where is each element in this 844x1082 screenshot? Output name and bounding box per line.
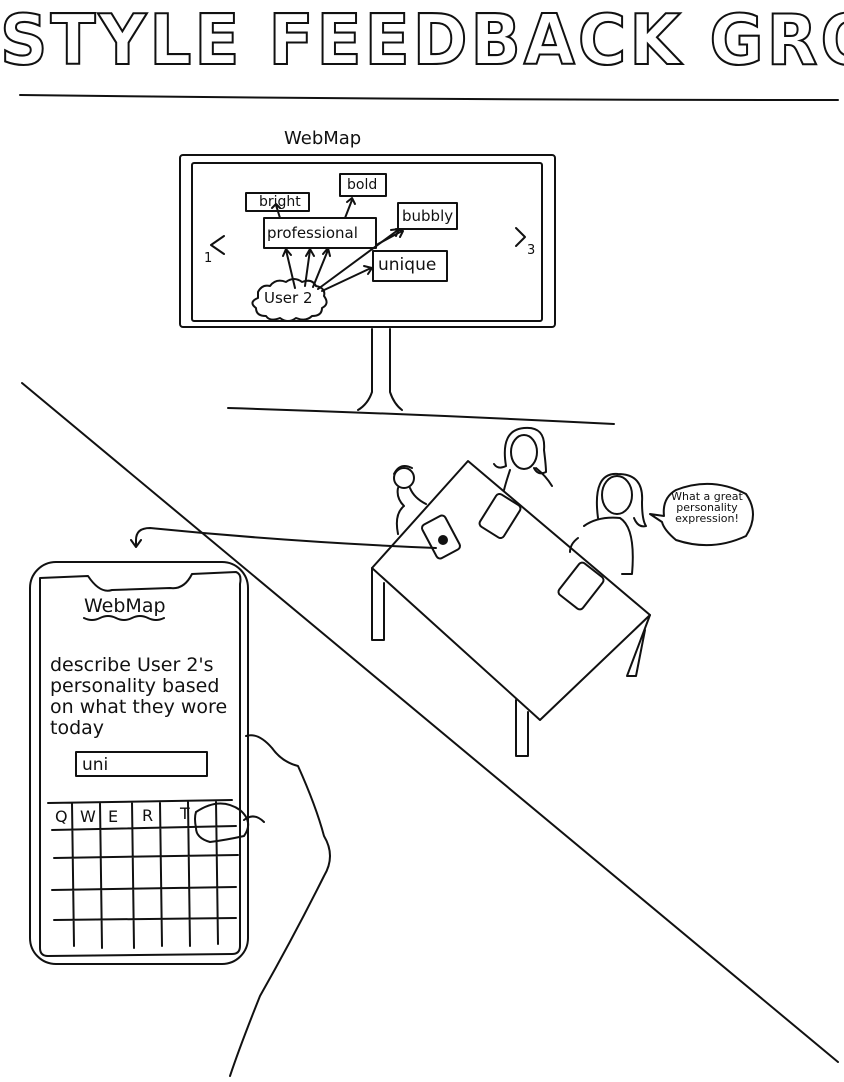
diagonal-divider bbox=[21, 382, 839, 1063]
node-bold: bold bbox=[347, 177, 378, 193]
title-underline bbox=[19, 94, 839, 101]
keyboard-grid bbox=[47, 799, 239, 949]
key-w[interactable]: W bbox=[80, 807, 96, 826]
person-2-head bbox=[510, 434, 538, 470]
table-phone-3 bbox=[557, 561, 605, 611]
monitor-frame bbox=[179, 154, 556, 328]
edge-user-bubbly bbox=[317, 228, 400, 290]
node-user: User 2 bbox=[264, 289, 313, 307]
edge-user-prof-3 bbox=[312, 247, 331, 288]
node-bubbly: bubbly bbox=[402, 207, 454, 225]
phone-prompt: describe User 2's personality based on w… bbox=[50, 654, 228, 739]
speech-bubble-text: What a great personality expression! bbox=[671, 490, 743, 525]
node-bright: bright bbox=[259, 194, 301, 210]
person-1-hair bbox=[393, 465, 413, 475]
key-e[interactable]: E bbox=[108, 807, 119, 826]
person-1-body bbox=[395, 487, 427, 535]
key-r[interactable]: R bbox=[142, 806, 154, 825]
table-leg-left bbox=[371, 567, 385, 641]
person-2-body bbox=[503, 467, 553, 491]
node-user-cloud bbox=[251, 278, 328, 322]
screen-right-arrow bbox=[515, 227, 526, 247]
node-professional-box bbox=[263, 217, 377, 249]
hand-outline bbox=[194, 734, 331, 1077]
edge-user-prof-1 bbox=[282, 248, 296, 289]
screen-page-left: 1 bbox=[204, 251, 213, 266]
person-1-head bbox=[393, 467, 415, 489]
key-q[interactable]: Q bbox=[55, 807, 68, 826]
edge-user-prof-2 bbox=[304, 248, 315, 287]
node-unique: unique bbox=[378, 255, 437, 275]
table-leg-front bbox=[515, 699, 529, 757]
pointer-line bbox=[130, 527, 437, 549]
phone-body bbox=[29, 561, 249, 965]
table-phone-2 bbox=[478, 492, 522, 540]
phone-input-value[interactable]: uni bbox=[82, 755, 109, 775]
key-t[interactable]: T bbox=[180, 804, 190, 823]
person-3-hair bbox=[595, 472, 647, 528]
table-phone-1 bbox=[421, 514, 461, 560]
edge-prof-bold bbox=[344, 197, 356, 219]
screen-left-arrow bbox=[210, 235, 225, 255]
screen-heading: WebMap bbox=[284, 128, 362, 149]
node-professional: professional bbox=[267, 224, 358, 242]
node-bold-box bbox=[339, 173, 387, 197]
node-unique-box bbox=[372, 250, 448, 282]
phone-screen bbox=[39, 571, 242, 957]
monitor-stand bbox=[357, 328, 403, 411]
monitor-screen bbox=[191, 162, 543, 322]
person-3-head bbox=[601, 475, 633, 515]
edge-prof-bright bbox=[271, 203, 281, 219]
edge-user-unique bbox=[321, 265, 373, 292]
screen-page-right: 3 bbox=[527, 243, 536, 258]
phone-heading: WebMap bbox=[84, 595, 166, 617]
stand-floor-line bbox=[227, 407, 615, 425]
person-2-hair bbox=[493, 426, 547, 475]
phone-heading-underline bbox=[83, 615, 165, 621]
person-3-body bbox=[569, 516, 634, 575]
node-bubbly-box bbox=[397, 202, 458, 230]
table-leg-right bbox=[626, 614, 651, 677]
page-title: STYLE FEEDBACK GROUP bbox=[0, 0, 844, 81]
phone-input-box bbox=[75, 751, 208, 777]
table-phone-1-dot bbox=[438, 535, 448, 545]
speech-bubble-outline bbox=[649, 482, 754, 547]
